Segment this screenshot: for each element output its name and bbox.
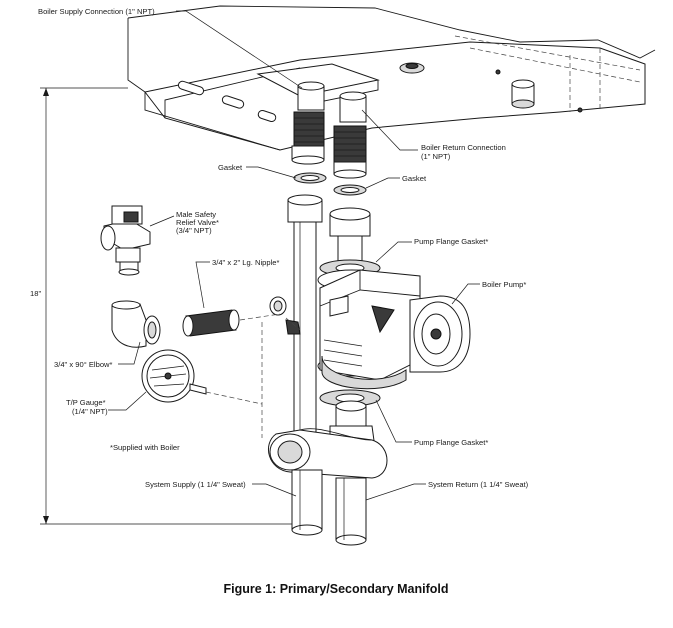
pump-flange-gasket-bottom: [319, 389, 381, 407]
label-system-supply: System Supply (1 1/4" Sweat): [145, 480, 246, 489]
label-relief-valve-3: (3/4" NPT): [176, 226, 212, 235]
label-tp-gauge-1: T/P Gauge*: [66, 398, 106, 407]
boiler-pump: [317, 269, 471, 390]
nipple-fitting: [182, 309, 240, 337]
return-pipe-upper: [329, 207, 371, 267]
assembly-line-3: [205, 391, 263, 405]
leader-lines: [108, 10, 480, 501]
label-boiler-supply-connection: Boiler Supply Connection (1" NPT): [38, 7, 155, 16]
boiler-bottom-panel: [127, 5, 656, 151]
gasket-supply: [293, 172, 327, 184]
label-nipple: 3/4" x 2" Lg. Nipple*: [212, 258, 279, 267]
supply-pipe: [287, 194, 323, 433]
label-gasket-right: Gasket: [402, 174, 427, 183]
small-fittings: [269, 296, 301, 335]
label-supplied-note: *Supplied with Boiler: [110, 443, 180, 452]
gasket-return: [333, 184, 367, 196]
label-boiler-pump: Boiler Pump*: [482, 280, 526, 289]
assembly-line-4: [285, 317, 301, 331]
label-boiler-return-connection-2: (1" NPT): [421, 152, 451, 161]
figure-caption: Figure 1: Primary/Secondary Manifold: [223, 582, 448, 596]
label-pump-flange-gasket-bottom: Pump Flange Gasket*: [414, 438, 488, 447]
label-pump-flange-gasket-top: Pump Flange Gasket*: [414, 237, 488, 246]
tp-gauge: [141, 349, 207, 403]
label-boiler-return-connection-1: Boiler Return Connection: [421, 143, 506, 152]
label-tp-gauge-2: (1/4" NPT): [72, 407, 108, 416]
assembly-line-1: [239, 313, 281, 321]
label-gasket-left: Gasket: [218, 163, 243, 172]
height-dimension: 18": [30, 87, 292, 525]
manifold-tee: [268, 428, 388, 479]
boiler-supply-connection: [291, 81, 325, 165]
height-label: 18": [30, 289, 41, 298]
male-safety-relief-valve: [100, 205, 151, 276]
system-supply-pipe: [291, 469, 323, 536]
elbow-fitting: [111, 300, 161, 348]
boiler-return-connection: [333, 91, 367, 179]
label-relief-valve-2: Relief Valve*: [176, 218, 219, 227]
label-relief-valve-1: Male Safety: [176, 210, 216, 219]
label-system-return: System Return (1 1/4" Sweat): [428, 480, 529, 489]
label-elbow: 3/4" x 90° Elbow*: [54, 360, 113, 369]
system-return-pipe: [335, 477, 367, 546]
